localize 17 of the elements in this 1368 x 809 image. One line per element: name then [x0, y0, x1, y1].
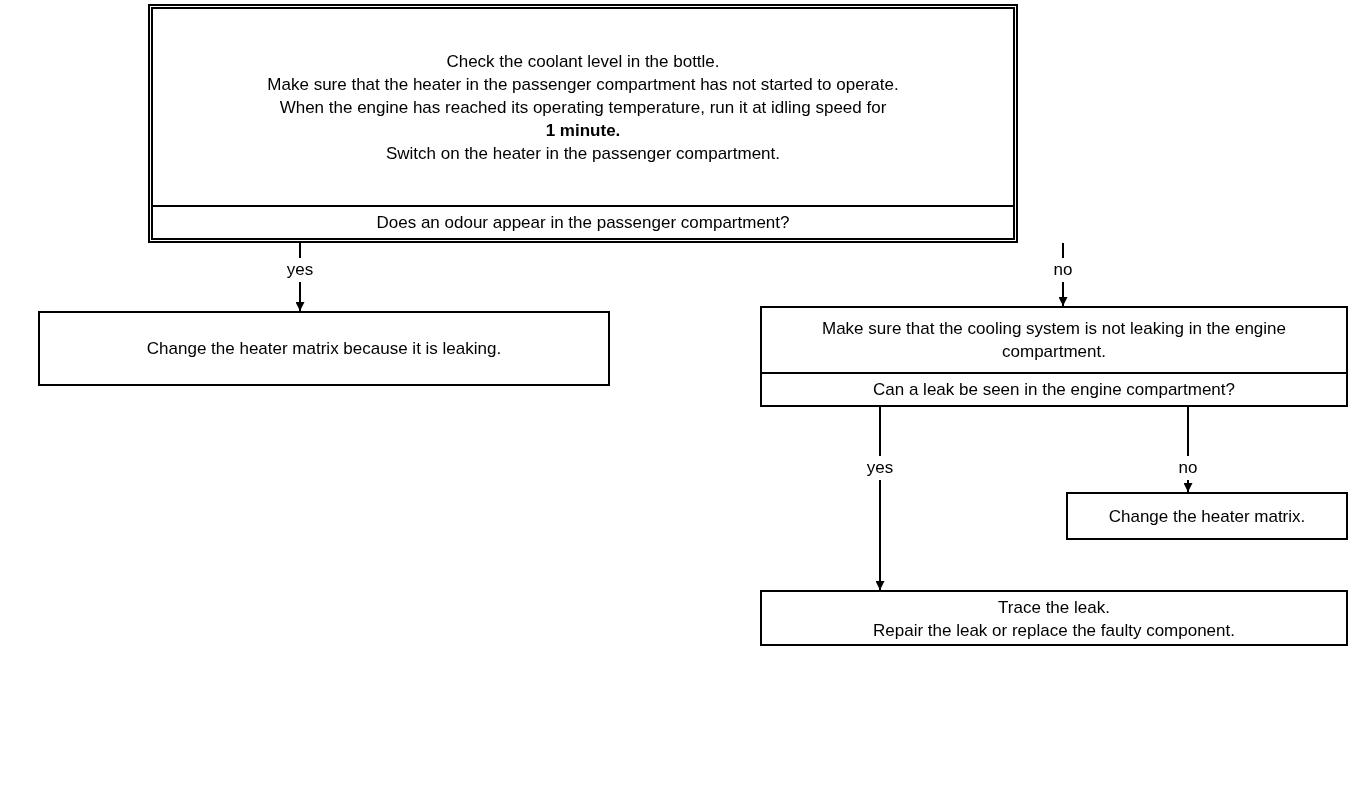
arrow: [875, 406, 885, 591]
instruction-text: Change the heater matrix.: [1107, 505, 1307, 528]
question-text: Does an odour appear in the passenger compartment?: [375, 212, 791, 234]
decision-box: [148, 4, 1018, 243]
decision-box: [760, 306, 1348, 407]
process-box: [38, 311, 610, 386]
instruction-text: Change the heater matrix because it is leaking.: [145, 338, 503, 360]
question-text: Can a leak be seen in the engine compartment?: [872, 379, 1236, 401]
instruction-text: Repair the leak or replace the faulty component.: [872, 620, 1236, 642]
process-box: [1066, 492, 1348, 540]
process-box: [760, 590, 1348, 646]
instruction-text: Make sure that the cooling system is not leaking in the engine compartment.: [821, 318, 1287, 363]
instruction-text: Switch on the heater in the passenger compartment.: [384, 142, 782, 165]
instruction-text: When the engine has reached its operating temperature, run it at idling speed for 1 minute.: [278, 96, 888, 142]
instruction-text: Make sure that the heater in the passenger compartment has not started to operate.: [266, 73, 900, 96]
instruction-text: Trace the leak.: [997, 597, 1111, 619]
instruction-text: Check the coolant level in the bottle.: [445, 50, 721, 73]
